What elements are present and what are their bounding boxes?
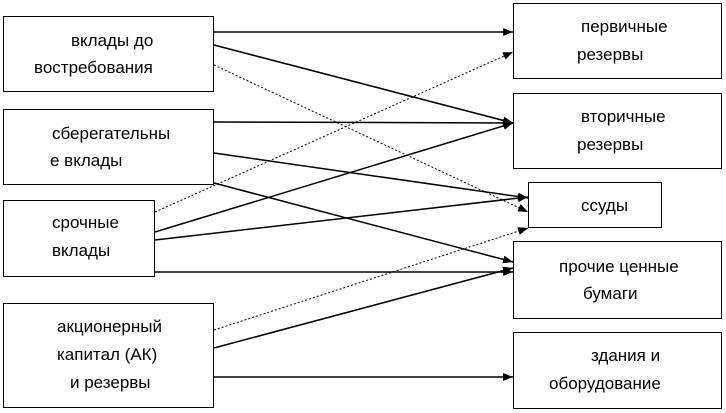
arrow-demand-secondary (213, 44, 514, 125)
target-primary-line-2: резервы (577, 45, 644, 64)
source-equity-line-3: и резервы (70, 373, 151, 392)
target-box-secondary-reserves: вторичные резервы (513, 93, 722, 169)
arrow-equity-securities (213, 266, 514, 349)
source-savings-line-2: е вклады (50, 151, 123, 170)
target-loans-line-1: ссуды (581, 196, 629, 215)
target-secondary-line-2: резервы (577, 135, 644, 154)
source-demand-line-2: востребования (34, 58, 153, 77)
target-secondary-line-1: вторичные (581, 107, 666, 126)
source-equity-line-1: акционерный (57, 317, 162, 336)
arrow-savings-loans (213, 152, 529, 201)
source-box-term-deposits: срочные вклады (3, 200, 155, 277)
arrow-demand-loans (213, 64, 529, 213)
arrow-term-secondary (154, 122, 514, 233)
arrow-equity-loans (213, 227, 529, 331)
source-savings-line-1: сберегательны (52, 124, 171, 143)
source-term-line-1: срочные (52, 213, 119, 232)
target-box-primary-reserves: первичные резервы (513, 3, 722, 79)
target-box-other-securities: прочие ценные бумаги (513, 241, 722, 319)
target-buildings-line-2: оборудование (549, 374, 661, 393)
source-box-demand-deposits: вклады до востребования (3, 16, 214, 92)
target-securities-line-2: бумаги (583, 284, 638, 303)
source-term-line-2: вклады (52, 241, 111, 260)
target-box-buildings-equipment: здания и оборудование (513, 332, 722, 409)
arrow-savings-securities (213, 182, 514, 264)
arrow-term-loans (154, 194, 529, 241)
source-box-savings-deposits: сберегательны е вклады (3, 109, 214, 185)
target-buildings-line-1: здания и (591, 346, 661, 365)
target-box-loans: ссуды (528, 182, 662, 228)
target-primary-line-1: первичные (581, 17, 668, 36)
source-box-equity-capital: акционерный капитал (АК) и резервы (3, 303, 214, 408)
source-equity-line-2: капитал (АК) (57, 345, 158, 364)
target-securities-line-1: прочие ценные (559, 257, 679, 276)
arrow-term-primary (154, 51, 514, 213)
arrow-savings-secondary (213, 118, 514, 127)
source-demand-line-1: вклады до (71, 31, 154, 50)
